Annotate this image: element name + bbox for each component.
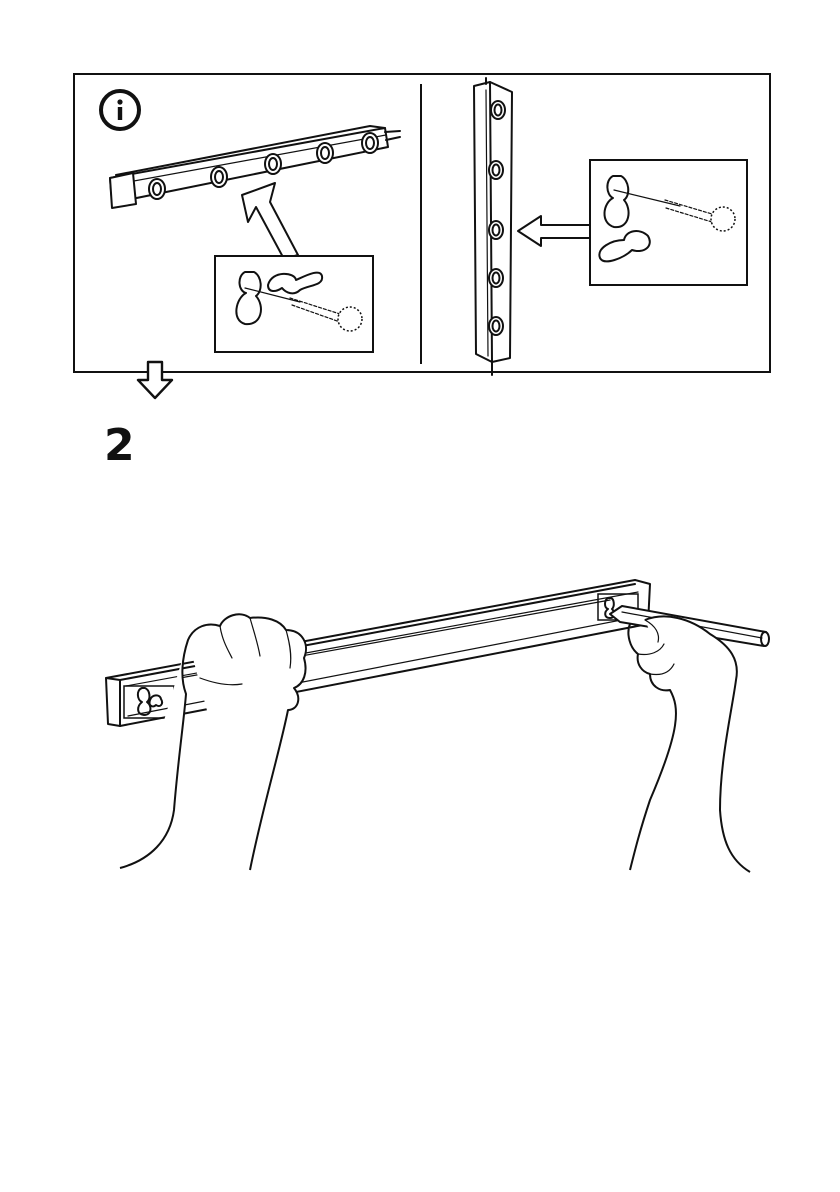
- info-panel-art: [0, 0, 840, 400]
- info-panel: [0, 0, 840, 400]
- vertical-rail-keyhole-illustration: [474, 78, 747, 375]
- down-arrow-icon: [134, 360, 184, 404]
- step-number: 2: [104, 424, 135, 468]
- horizontal-rail-keyhole-illustration: [110, 126, 400, 352]
- hands-marking-rail-with-pencil-illustration: [90, 560, 790, 880]
- info-icon: [101, 91, 139, 129]
